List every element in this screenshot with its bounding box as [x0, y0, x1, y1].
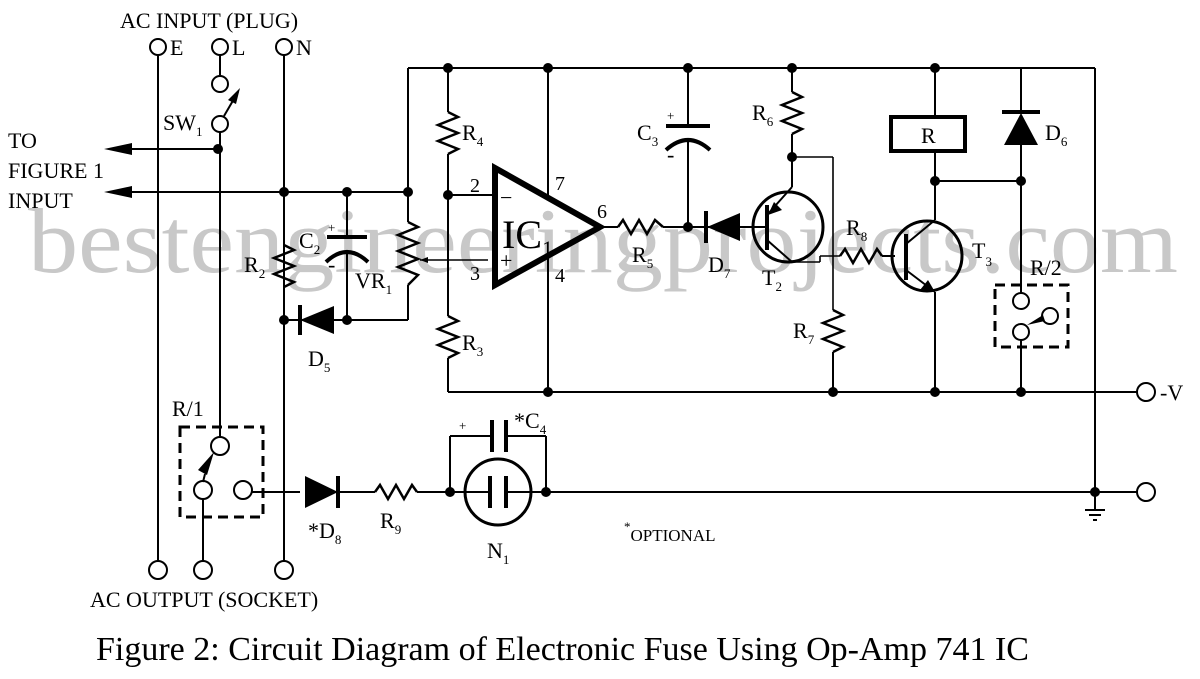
d7-label: D7 [708, 252, 731, 281]
svg-text:+: + [500, 248, 512, 273]
op-amp-ic1: − + IC1 [492, 68, 618, 392]
vr1-label: VR1 [355, 268, 392, 297]
svg-text:−: − [500, 185, 512, 210]
terminal-n-label: N [296, 35, 312, 60]
r7-label: R7 [793, 318, 815, 347]
r3-label: R3 [462, 330, 483, 359]
ground-icon [1085, 492, 1105, 521]
capacitor-c4: + [449, 418, 547, 492]
neon-lamp-n1 [450, 457, 546, 527]
negative-supply-label: -V [1160, 380, 1183, 405]
to-figure-line3: INPUT [8, 188, 73, 213]
arrow-left-icon [104, 186, 132, 198]
r6-label: R6 [752, 100, 774, 129]
capacitor-c3: + - [664, 68, 712, 227]
svg-text:+: + [459, 418, 466, 433]
pin-2-label: 2 [470, 175, 480, 197]
relay-contact-r1 [178, 400, 300, 562]
r8-label: R8 [846, 215, 867, 244]
r5-label: R5 [632, 242, 653, 271]
to-figure-line1: TO [8, 128, 37, 153]
d6-label: D6 [1045, 120, 1068, 149]
optional-note: *OPTIONAL [624, 519, 716, 545]
sw1-label: SW1 [163, 110, 203, 139]
diode-d5 [298, 305, 334, 335]
d8-label: *D8 [308, 518, 341, 547]
resistor-r7 [819, 308, 847, 392]
svg-text:+: + [667, 108, 674, 123]
d5-label: D5 [308, 346, 330, 375]
c3-label: C3 [637, 120, 658, 149]
diode-d8 [305, 476, 375, 508]
t3-label: T3 [972, 238, 992, 269]
resistor-r2 [270, 192, 298, 320]
terminal-e-label: E [170, 35, 183, 60]
pin-6-label: 6 [597, 201, 607, 223]
svg-text:-: - [667, 142, 674, 167]
r9-label: R9 [380, 508, 401, 537]
pin-4-label: 4 [555, 265, 565, 287]
ic1-label: IC1 [502, 212, 553, 261]
resistor-r3 [434, 314, 462, 392]
transistor-t3 [890, 187, 964, 392]
ac-input-terminals: E L N [149, 35, 312, 60]
relay-contact-r2 [993, 283, 1070, 392]
t2-label: T2 [762, 265, 782, 294]
terminal-l-label: L [232, 35, 245, 60]
c4-label: *C4 [514, 408, 547, 437]
resistor-r6 [778, 68, 806, 187]
terminal-negative-supply[interactable] [1136, 382, 1156, 402]
switch-sw1[interactable]: SW1 [163, 55, 240, 400]
ac-input-title: AC INPUT (PLUG) [120, 8, 298, 33]
terminal-earth[interactable] [149, 38, 167, 56]
socket-live[interactable] [193, 560, 213, 580]
to-figure-line2: FIGURE 1 [8, 158, 104, 183]
pin-3-label: 3 [470, 263, 480, 285]
svg-text:-: - [328, 252, 335, 277]
r4-label: R4 [462, 120, 484, 149]
terminal-neutral[interactable] [275, 38, 293, 56]
resistor-r9 [373, 482, 450, 502]
c2-label: C2 [299, 228, 320, 257]
figure-caption: Figure 2: Circuit Diagram of Electronic … [96, 631, 1029, 668]
potentiometer-vr1 [394, 192, 488, 320]
resistor-r4 [434, 68, 462, 316]
svg-text:+: + [328, 220, 335, 235]
terminal-live[interactable] [211, 38, 229, 56]
capacitor-c2: + - [324, 192, 370, 320]
transistor-t2 [751, 186, 840, 264]
socket-earth[interactable] [148, 560, 168, 580]
ac-output-terminals [148, 560, 294, 580]
r2-contact-label: R/2 [1030, 255, 1062, 280]
terminal-ground[interactable] [1136, 482, 1156, 502]
socket-neutral[interactable] [274, 560, 294, 580]
r1-contact-label: R/1 [172, 396, 204, 421]
r2-label: R2 [244, 252, 265, 281]
pin-7-label: 7 [555, 173, 565, 195]
arrow-left-icon [104, 143, 132, 155]
n1-label: N1 [487, 538, 509, 567]
diode-d6 [1002, 68, 1040, 295]
svg-text:R: R [921, 123, 936, 148]
ac-output-title: AC OUTPUT (SOCKET) [90, 587, 318, 612]
relay-coil: R [889, 68, 967, 187]
